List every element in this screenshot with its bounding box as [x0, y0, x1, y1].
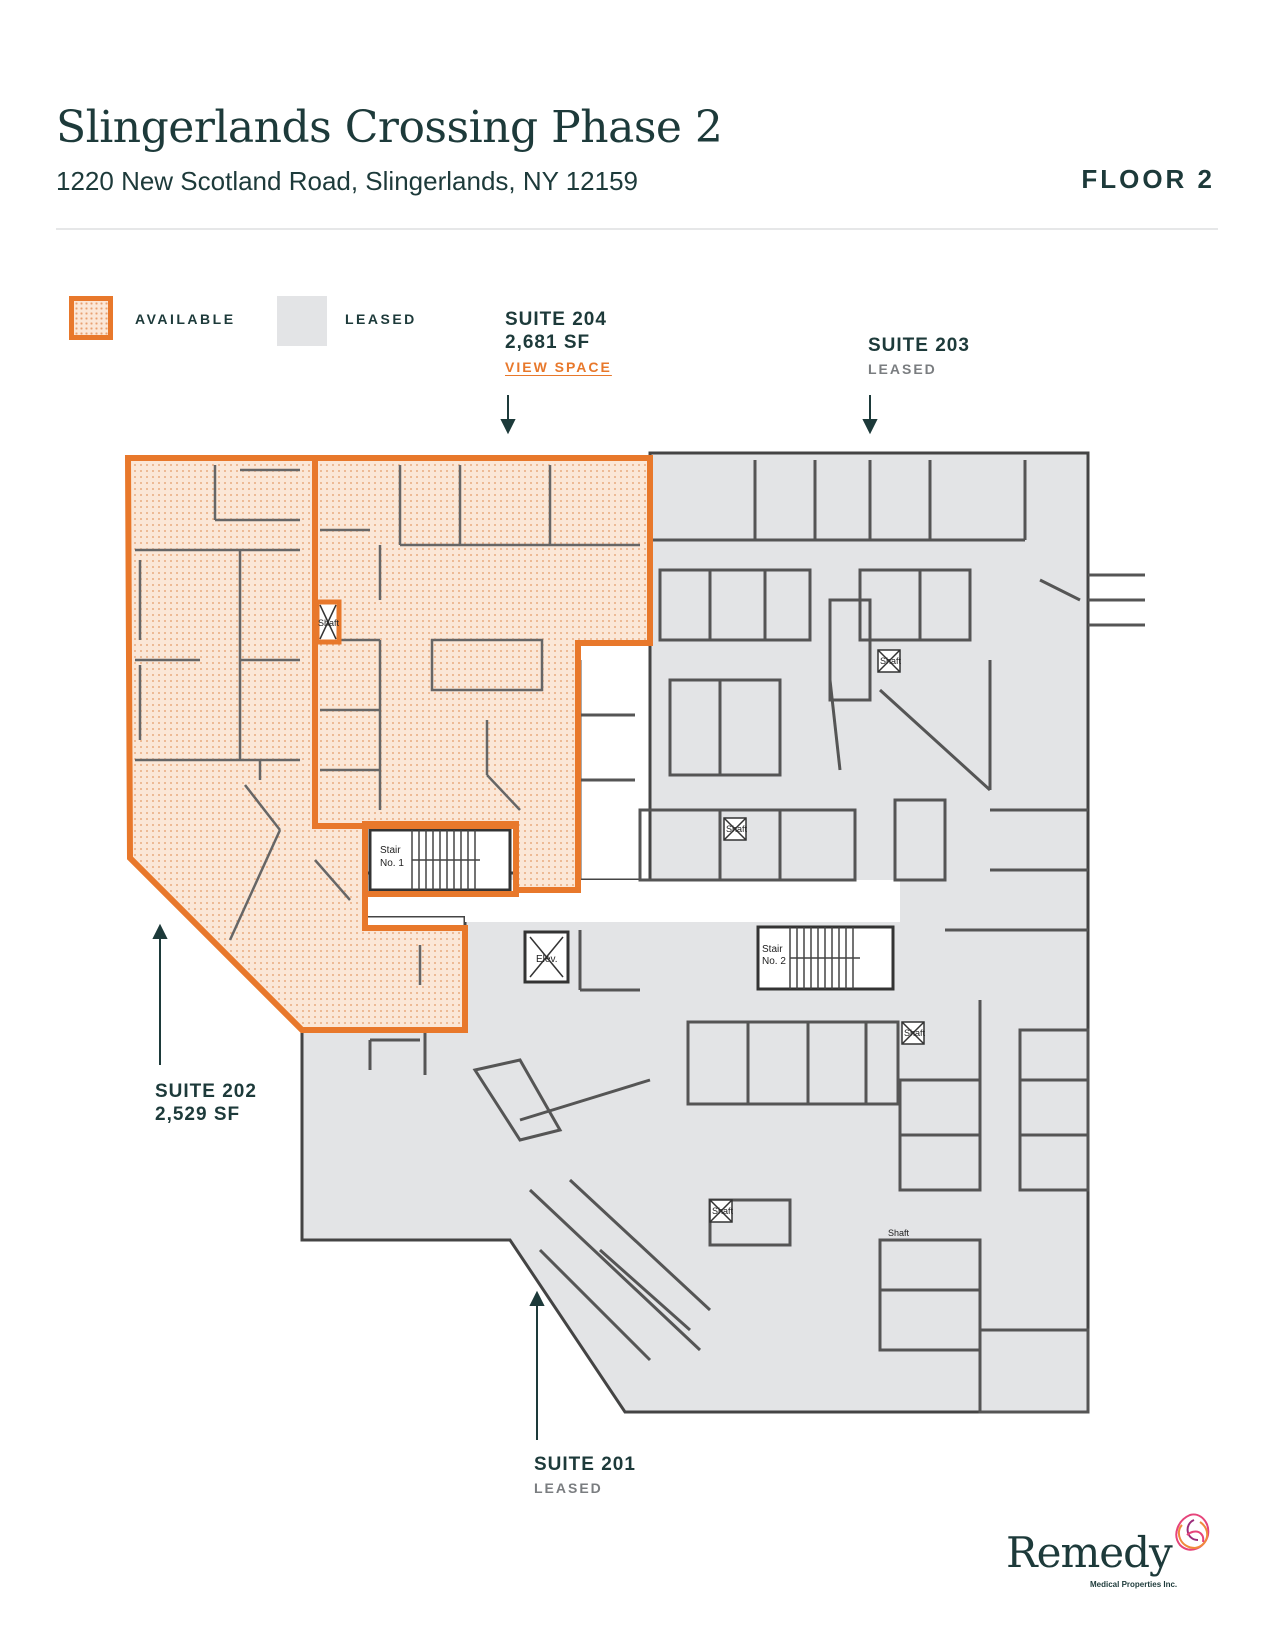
suite-201-name: SUITE 201 — [534, 1454, 636, 1475]
stair-2-label-a: Stair — [762, 944, 783, 955]
shaft-label: Shaft — [904, 1028, 926, 1038]
elevator-label: Elev. — [536, 954, 558, 965]
available-partitions — [135, 465, 640, 985]
stair-2-treads — [789, 927, 860, 989]
remedy-logo-mark — [1175, 1513, 1210, 1551]
suite-202-area-label: 2,529 SF — [155, 1104, 241, 1125]
remedy-logo-subtext: Medical Properties Inc. — [1090, 1580, 1178, 1589]
property-address: 1220 New Scotland Road, Slingerlands, NY… — [56, 166, 639, 196]
stair-2-label-b: No. 2 — [762, 956, 786, 967]
floor-label: FLOOR 2 — [1081, 164, 1215, 194]
shaft-label: Shaft — [888, 1228, 910, 1238]
legend-leased-swatch — [277, 296, 327, 346]
legend-leased-label: LEASED — [345, 311, 417, 327]
stair-1-label-b: No. 1 — [380, 858, 404, 869]
suite-204-view-space-link[interactable]: VIEW SPACE — [505, 359, 612, 375]
shaft-symbols — [709, 649, 925, 1223]
suite-201-status: LEASED — [534, 1480, 603, 1496]
shaft-label: Shaft — [726, 824, 748, 834]
callout-arrows — [152, 395, 878, 1440]
suite-204-area-label: 2,681 SF — [505, 332, 591, 353]
legend-available-swatch — [69, 296, 113, 340]
suite-203-name: SUITE 203 — [868, 335, 970, 356]
stair-1-label-a: Stair — [380, 845, 401, 856]
shaft-label: Shaft — [318, 618, 340, 628]
leased-partitions — [368, 460, 1145, 1414]
legend-available-label: AVAILABLE — [135, 311, 236, 327]
stair-1-treads — [411, 830, 480, 890]
suite-203-status: LEASED — [868, 361, 937, 377]
remedy-logo-text: Remedy — [1006, 1528, 1173, 1577]
suite-204-name: SUITE 204 — [505, 309, 607, 330]
shaft-label: Shaft — [880, 656, 902, 666]
shaft-label: Shaft — [712, 1206, 734, 1216]
page-title: Slingerlands Crossing Phase 2 — [56, 102, 723, 153]
header-divider — [56, 228, 1218, 230]
suite-202-name: SUITE 202 — [155, 1081, 257, 1102]
